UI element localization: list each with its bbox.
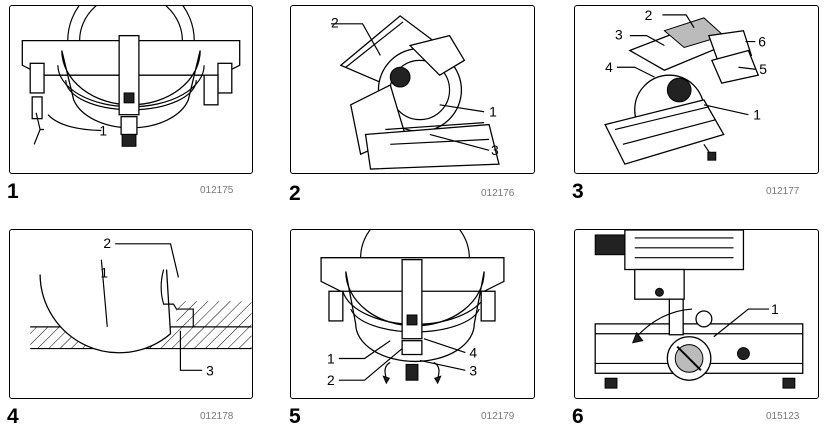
figure-2-callout-3: 3 — [491, 142, 499, 158]
figure-2-number: 2 — [289, 182, 301, 205]
figure-2-illustration: 2 1 3 — [331, 15, 500, 170]
figure-6-illustration: 1 — [594, 230, 804, 389]
figure-5-callout-1: 1 — [327, 350, 335, 366]
figure-3-code: 012177 — [766, 186, 800, 197]
figure-2-callout-2: 2 — [331, 15, 339, 31]
figure-4-illustration: 1 2 3 — [30, 235, 252, 378]
figure-4-panel: 1 2 3 — [9, 229, 253, 399]
figure-1-callout-1: 1 — [99, 122, 107, 138]
figure-4-callout-3: 3 — [206, 362, 214, 378]
figure-1-code: 012175 — [200, 185, 234, 196]
figure-4-callout-1: 1 — [100, 264, 108, 280]
figure-5-callout-4: 4 — [469, 344, 477, 360]
figure-6-panel: 1 — [574, 229, 819, 399]
figure-3-callout-4: 4 — [605, 59, 613, 75]
figure-5-number: 5 — [289, 405, 301, 428]
figure-5-illustration: 1 4 2 3 — [320, 230, 505, 388]
figure-1-number: 1 — [7, 180, 19, 203]
figure-6-code: 015123 — [766, 411, 800, 422]
figure-5-callout-3: 3 — [469, 362, 477, 378]
figure-1-panel: 1 — [9, 5, 253, 174]
figure-6-number: 6 — [572, 405, 584, 428]
figure-3-illustration: 2 3 6 4 5 1 — [604, 7, 767, 165]
figure-4-number: 4 — [7, 405, 19, 428]
figure-3-callout-6: 6 — [758, 34, 766, 50]
figure-3-callout-1: 1 — [753, 107, 761, 123]
figure-1-illustration: 1 — [21, 6, 241, 147]
figure-2-code: 012176 — [481, 188, 515, 199]
figure-5-callout-2: 2 — [327, 372, 335, 388]
figure-3-callout-3: 3 — [615, 27, 623, 43]
figure-5-code: 012179 — [481, 411, 515, 422]
figure-4-callout-2: 2 — [103, 235, 111, 251]
figure-3-callout-5: 5 — [759, 61, 767, 77]
figure-3-panel: 2 3 6 4 5 1 — [574, 5, 819, 174]
figure-2-panel: 2 1 3 — [290, 5, 535, 174]
figure-2-callout-1: 1 — [489, 104, 497, 120]
figure-4-code: 012178 — [200, 411, 234, 422]
figure-6-callout-1: 1 — [771, 301, 779, 317]
figure-3-number: 3 — [572, 180, 584, 203]
figure-3-callout-2: 2 — [645, 7, 653, 23]
figure-5-panel: 1 4 2 3 — [290, 229, 535, 399]
